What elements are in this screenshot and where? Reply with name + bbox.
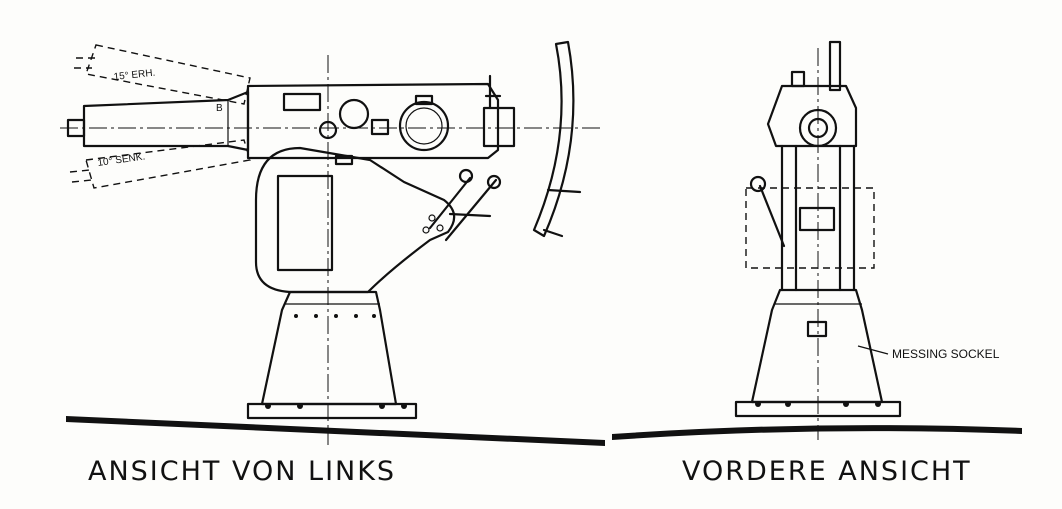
front-sight-post — [828, 40, 842, 92]
barrel — [82, 90, 250, 152]
pivot-label: B — [216, 103, 223, 114]
yoke-cutout — [276, 174, 334, 272]
rear-sight — [484, 74, 502, 110]
front-base-plate — [734, 400, 902, 418]
front-yoke-uprights — [780, 144, 856, 292]
depressed-barrel-outline — [85, 139, 251, 189]
elevated-muzzle — [74, 57, 96, 69]
deck-line — [66, 416, 605, 446]
breech-block — [482, 106, 516, 148]
depressed-muzzle — [69, 169, 93, 183]
receiver — [246, 82, 500, 160]
sight-box — [282, 92, 322, 112]
front-view-drawing: MESSING SOCKEL — [612, 40, 1022, 440]
front-base-pedestal — [750, 288, 884, 404]
dial-gauge — [338, 98, 370, 130]
shoulder-rest — [532, 40, 575, 238]
base-pedestal — [260, 290, 398, 406]
front-yoke-block — [798, 206, 836, 232]
front-yoke-envelope — [745, 187, 875, 269]
front-muzzle-ring — [798, 108, 838, 148]
left-view-drawing: 15° ERH. 10° SENK. B — [60, 40, 605, 446]
elevation-label: 15° ERH. — [113, 68, 156, 83]
front-view-caption: VORDERE ANSICHT — [682, 456, 972, 487]
front-deck-line — [612, 425, 1022, 440]
elevating-handles — [428, 176, 498, 242]
front-handle — [758, 184, 786, 248]
elevated-barrel-outline — [85, 44, 251, 105]
left-view-caption: ANSICHT VON LINKS — [88, 456, 397, 487]
trunnion-pin — [318, 120, 338, 140]
front-base-badge — [806, 320, 828, 338]
base-plate — [246, 402, 418, 420]
base-label: MESSING SOCKEL — [892, 347, 1000, 361]
front-receiver — [766, 84, 858, 148]
base-leader-line — [857, 345, 889, 355]
depression-label: 10° SENK. — [97, 151, 146, 169]
handwheel-plate — [398, 100, 450, 152]
